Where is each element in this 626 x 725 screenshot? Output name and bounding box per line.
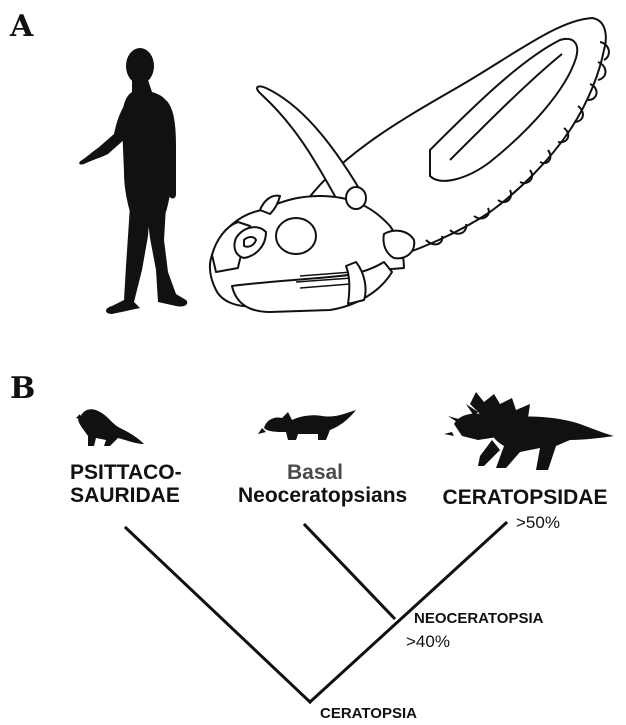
node-label-neoceratopsia: NEOCERATOPSIA [414, 611, 543, 627]
label-ceratopsidae: CERATOPSIDAE [440, 487, 610, 509]
neoceratopsia-percent: >40% [406, 633, 450, 651]
label-psittacosauridae-line2: SAURIDAE [70, 485, 180, 507]
basal-neoceratopsian-silhouette-icon [258, 410, 356, 440]
branch-basal-neoceratopsians [305, 525, 394, 618]
human-silhouette-icon [79, 48, 187, 314]
label-basal-line1: Basal [250, 462, 380, 484]
label-basal-line2: Neoceratopsians [238, 485, 398, 507]
ceratopsid-skull-icon [210, 18, 609, 312]
ceratopsid-silhouette-icon [444, 392, 614, 470]
node-label-ceratopsia: CERATOPSIA [320, 706, 417, 722]
ceratopsidae-percent: >50% [516, 514, 560, 532]
label-psittacosauridae-line1: PSITTACO- [70, 462, 180, 484]
branch-psittacosauridae [126, 528, 310, 702]
psittacosaurus-silhouette-icon [76, 409, 144, 446]
